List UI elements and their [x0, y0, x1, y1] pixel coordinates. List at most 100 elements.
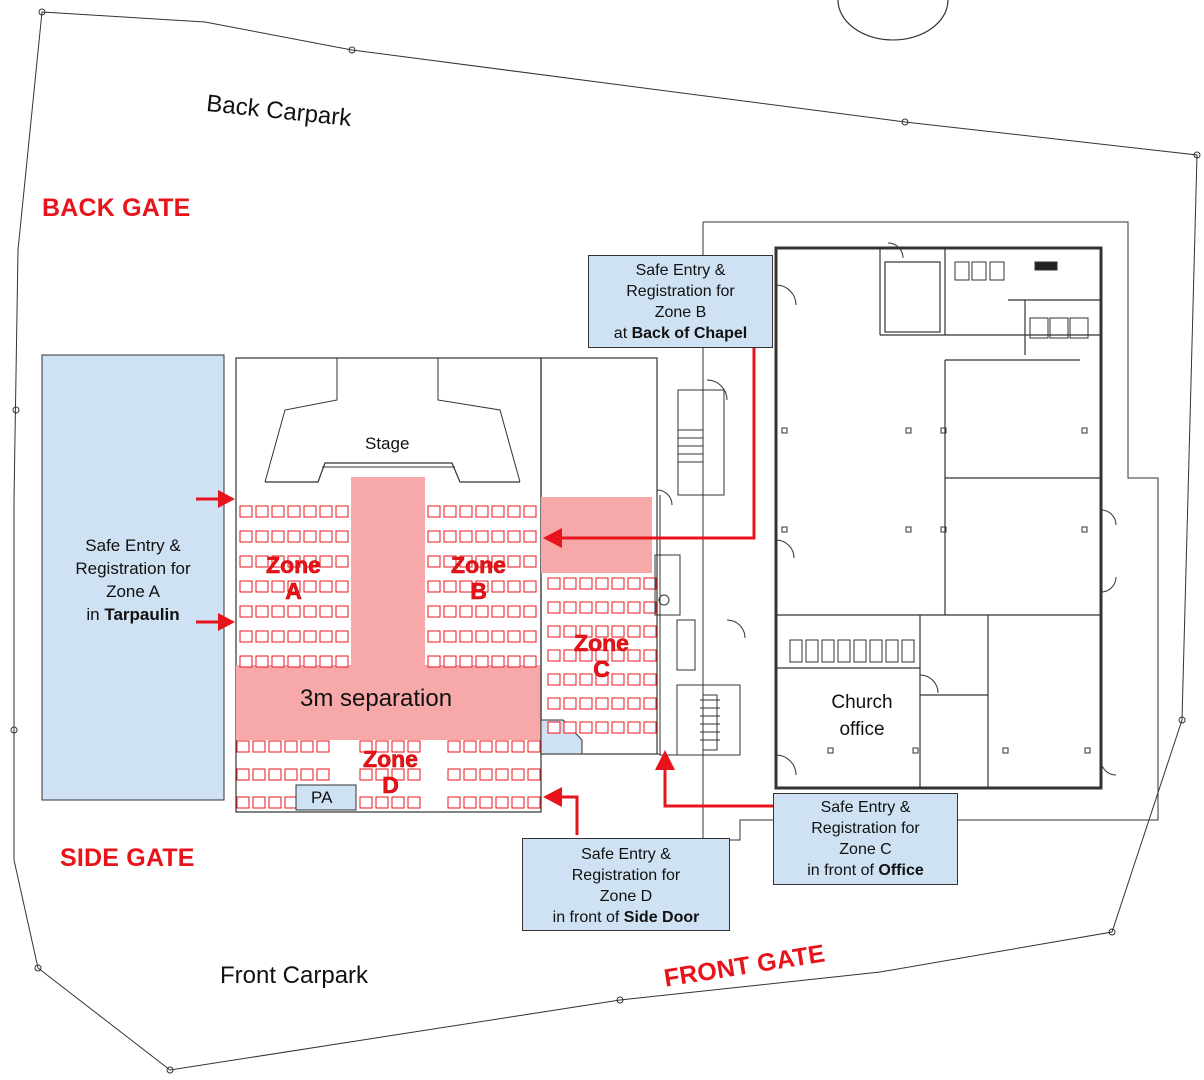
columns [781, 427, 1091, 754]
seat [507, 630, 521, 643]
seat [375, 740, 389, 753]
seat [236, 796, 250, 809]
stage-front [265, 462, 520, 483]
seat [547, 625, 561, 638]
seat [319, 655, 333, 668]
top-round-structure [837, 0, 949, 41]
seat [447, 740, 461, 753]
boundary-markers [10, 8, 1201, 1074]
seat [563, 649, 577, 662]
pa-box [295, 784, 357, 811]
seat [595, 721, 609, 734]
seat [335, 555, 349, 568]
seat [287, 655, 301, 668]
seat [475, 580, 489, 593]
zone-a-word: Zone [266, 552, 322, 579]
seat [407, 768, 421, 781]
arrow-zone-b [560, 348, 756, 540]
seat [255, 655, 269, 668]
seat [595, 697, 609, 710]
seat [427, 630, 441, 643]
seat [491, 505, 505, 518]
church-office-line1: Church [831, 692, 893, 713]
arrow-zone-c [663, 768, 773, 808]
seat [271, 605, 285, 618]
toilet-block [654, 489, 696, 671]
reg-c-line4: in front of Office [774, 860, 957, 881]
stage-outline [264, 358, 521, 483]
seat [523, 605, 537, 618]
seat [547, 673, 561, 686]
reg-c-line3: Zone C [839, 841, 892, 858]
seat [391, 768, 405, 781]
seat [303, 655, 317, 668]
seat [447, 768, 461, 781]
seat [287, 530, 301, 543]
reg-d-line2: Registration for [571, 867, 681, 884]
reg-d-place: Side Door [623, 909, 700, 926]
seat [287, 555, 301, 568]
reg-b-line4: at Back of Chapel [589, 323, 772, 344]
seat [252, 768, 266, 781]
seat [507, 580, 521, 593]
seat [643, 697, 657, 710]
reg-d-line4: in front of Side Door [523, 907, 729, 928]
seat [236, 768, 250, 781]
seat [643, 721, 657, 734]
seat [523, 555, 537, 568]
reg-a-line2: Registration for [75, 559, 191, 578]
seat [459, 630, 473, 643]
seat [319, 605, 333, 618]
side-gate-label: SIDE GATE [60, 844, 195, 872]
seat [475, 630, 489, 643]
seat [475, 530, 489, 543]
seat [239, 530, 253, 543]
zone-d-word: Zone [363, 746, 419, 773]
seat [300, 768, 314, 781]
seat [427, 530, 441, 543]
seat [255, 505, 269, 518]
reg-a-line1: Safe Entry & [85, 536, 181, 555]
seat [284, 796, 298, 809]
seat [236, 740, 250, 753]
seat [271, 655, 285, 668]
reg-c-line2: Registration for [811, 820, 920, 837]
seat [511, 740, 525, 753]
seat [523, 630, 537, 643]
seat [239, 630, 253, 643]
zone-c-letter: C [593, 656, 610, 683]
seat [252, 796, 266, 809]
reg-d-line1: Safe Entry & [581, 846, 671, 863]
seat [427, 605, 441, 618]
seat [643, 649, 657, 662]
seat [579, 601, 593, 614]
seat [563, 625, 577, 638]
seat [239, 605, 253, 618]
registration-zone-a: Safe Entry & Registration for Zone A in … [42, 530, 224, 630]
seat [459, 555, 473, 568]
seat [239, 580, 253, 593]
seat [443, 530, 457, 543]
seat [643, 601, 657, 614]
seat [579, 697, 593, 710]
stair-block-south [676, 684, 741, 756]
seat [523, 580, 537, 593]
reg-c-place: Office [878, 862, 924, 879]
zone-a-letter: A [285, 578, 302, 605]
pa-label: PA [311, 788, 333, 807]
seat [287, 605, 301, 618]
seat [255, 605, 269, 618]
seat [300, 740, 314, 753]
seat [627, 577, 641, 590]
seat [319, 580, 333, 593]
seat [523, 530, 537, 543]
seat [463, 768, 477, 781]
stage-label: Stage [365, 434, 410, 453]
seat [547, 577, 561, 590]
tarpaulin-area [41, 354, 225, 801]
seat [284, 740, 298, 753]
zone-d-label: Zone D [353, 746, 428, 799]
seat [475, 605, 489, 618]
seat [319, 630, 333, 643]
